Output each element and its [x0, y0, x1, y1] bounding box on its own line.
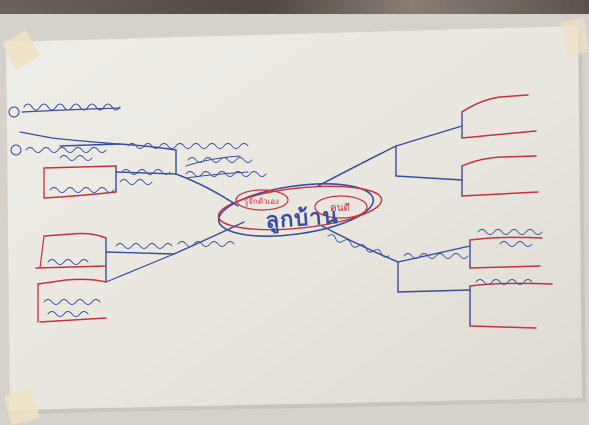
scribble-left-lower-3	[47, 259, 89, 265]
scribble-left-4	[49, 187, 115, 193]
bullet-circle-2	[10, 144, 22, 156]
scribble-left-top	[23, 103, 121, 111]
scribble-right-lower-3	[477, 229, 543, 235]
tape-top-left	[2, 30, 40, 70]
scribble-left-lower-2	[177, 241, 235, 247]
scribble-right-lower-1	[327, 234, 390, 258]
top-background-strip	[0, 0, 589, 14]
center-ellipse-blue	[217, 183, 375, 237]
scribble-left-2b	[127, 143, 249, 149]
scribble-left-lower-4	[43, 299, 101, 305]
paper-sheet	[6, 26, 582, 410]
tape-bottom-left	[4, 386, 40, 425]
scribble-right-lower-5	[475, 279, 533, 285]
scribble-right-lower-4	[499, 241, 533, 247]
scribble-left-near-center-b	[185, 171, 267, 177]
scribble-left-2	[25, 147, 107, 153]
handwriting-scribbles	[8, 103, 543, 317]
center-tag-left: รู้จักตัวเอง	[244, 197, 279, 207]
bullet-circle-1	[8, 106, 20, 118]
scribble-left-3b	[119, 179, 153, 185]
right-upper-branch	[317, 94, 539, 197]
center-tag-left-outline	[235, 189, 289, 211]
scribble-left-2c	[59, 155, 93, 161]
center-ellipse-red	[217, 185, 383, 231]
scribble-left-lower-5	[47, 311, 89, 317]
left-upper-branch	[19, 107, 249, 207]
center-tag-right-outline	[314, 195, 368, 219]
scribble-right-lower-2	[403, 253, 469, 259]
scribble-left-3	[121, 169, 171, 175]
tape-top-right	[560, 18, 589, 56]
left-lower-branch	[35, 221, 245, 323]
scribble-left-lower-1	[115, 243, 173, 249]
scribble-left-near-center	[187, 157, 253, 163]
center-tag-right: คนดี	[330, 202, 350, 214]
